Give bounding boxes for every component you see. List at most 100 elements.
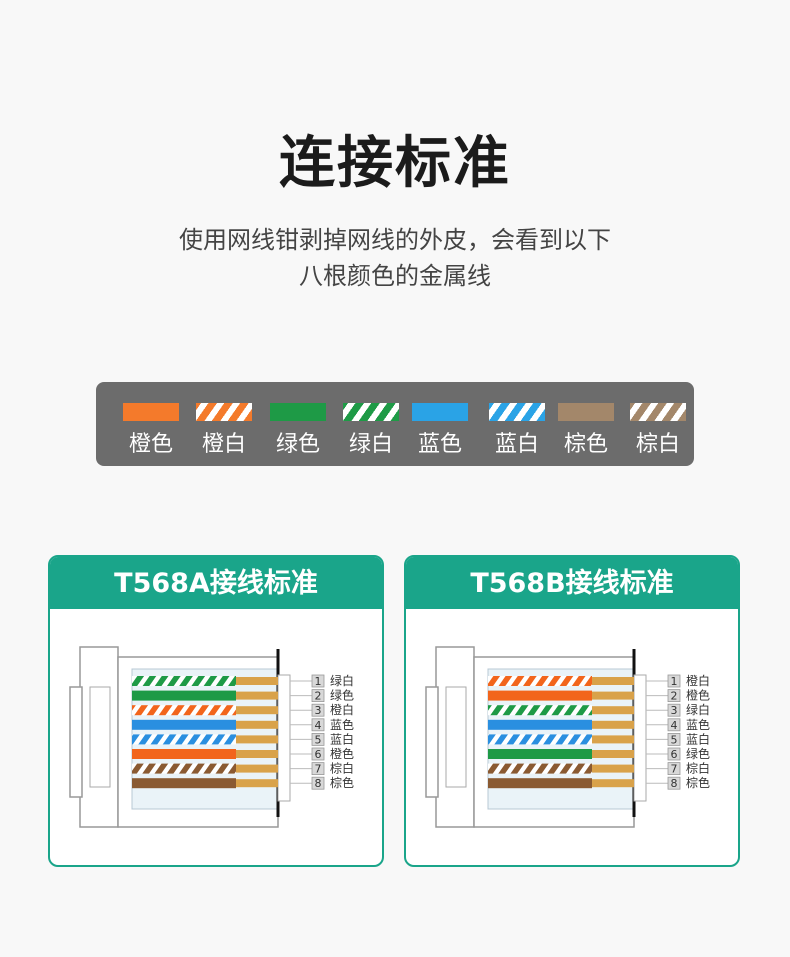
legend-label: 橙色 (128, 432, 173, 457)
pin-label: 橙色 (686, 688, 710, 703)
striped-wire (132, 763, 236, 774)
striped-wire (488, 705, 592, 716)
copper-conductor (592, 735, 634, 744)
legend-item: 绿白 (338, 382, 408, 466)
pin-label: 橙色 (330, 746, 354, 761)
pin-number-box (667, 718, 681, 732)
solid-swatch (558, 403, 614, 421)
copper-conductor (236, 691, 278, 700)
legend-item: 橙白 (191, 382, 261, 466)
solid-wire (488, 690, 592, 701)
plug-tip (277, 674, 291, 802)
legend-label: 绿白 (348, 432, 393, 457)
legend-label: 绿色 (275, 432, 320, 457)
legend-item: 蓝色 (407, 382, 477, 466)
legend-label: 橙白 (201, 432, 246, 457)
pin-label: 绿白 (330, 673, 354, 688)
striped-swatch (196, 403, 252, 421)
legend-item: 橙色 (118, 382, 188, 466)
panel-title: T568A接线标准 (50, 557, 382, 609)
copper-conductor (236, 677, 278, 685)
legend-label: 棕色 (563, 432, 608, 457)
pin-number: 6 (671, 748, 678, 761)
plug-tab-inner (445, 686, 467, 788)
pin-number: 4 (315, 719, 322, 732)
copper-conductor (236, 764, 278, 773)
pin-number-box (667, 689, 681, 702)
striped-wire (488, 676, 592, 686)
solid-wire (488, 719, 592, 730)
pin-label: 蓝色 (330, 718, 354, 732)
pin-label: 棕白 (686, 761, 710, 776)
wire-pin-7: 7 棕白 (488, 761, 710, 776)
copper-conductor (592, 720, 634, 729)
pin-label: 棕色 (330, 775, 354, 790)
pin-number-box (311, 776, 325, 790)
pin-label: 绿白 (686, 702, 710, 717)
pin-number: 1 (671, 675, 678, 688)
solid-wire (488, 778, 592, 789)
pin-number: 7 (315, 763, 322, 776)
pin-number-box (311, 703, 325, 717)
copper-conductor (236, 779, 278, 788)
copper-conductor (592, 764, 634, 773)
wire-pin-3: 3 橙白 (132, 702, 354, 717)
wire-pin-4: 4 蓝色 (132, 718, 354, 732)
solid-wire (488, 749, 592, 759)
legend-label: 蓝白 (494, 432, 539, 457)
wire-pin-6: 6 绿色 (488, 746, 710, 761)
pin-label: 绿色 (686, 746, 710, 761)
legend-item: 绿色 (265, 382, 335, 466)
pin-number-box (667, 776, 681, 790)
copper-conductor (592, 677, 634, 685)
pin-label: 绿色 (330, 688, 354, 703)
wire-pin-8: 8 棕色 (132, 775, 354, 790)
pin-number-box (311, 718, 325, 732)
pin-label: 蓝白 (330, 731, 354, 746)
legend-item: 棕白 (625, 382, 695, 466)
copper-conductor (592, 706, 634, 715)
striped-wire (488, 763, 592, 774)
wire-pin-5: 5 蓝白 (132, 731, 354, 746)
legend-label: 棕白 (635, 432, 680, 457)
pin-number: 3 (671, 704, 678, 717)
pin-label: 橙白 (330, 702, 354, 717)
pin-number: 4 (671, 719, 678, 732)
legend-item: 蓝白 (484, 382, 554, 466)
striped-wire (488, 734, 592, 745)
pin-number: 8 (315, 777, 322, 790)
pin-number: 6 (315, 748, 322, 761)
pin-number-box (311, 689, 325, 702)
copper-conductor (236, 735, 278, 744)
striped-wire (132, 734, 236, 745)
pin-number-box (311, 733, 325, 746)
pin-number-box (311, 747, 325, 761)
copper-conductor (236, 706, 278, 715)
wire-pin-2: 2 橙色 (488, 688, 710, 703)
legend-item: 棕色 (553, 382, 623, 466)
pin-number-box (667, 703, 681, 717)
pin-number-box (311, 674, 325, 688)
striped-wire (132, 676, 236, 686)
solid-wire (132, 778, 236, 789)
striped-swatch (343, 403, 399, 421)
copper-conductor (236, 720, 278, 729)
pin-number: 2 (671, 690, 678, 703)
pin-number-box (667, 747, 681, 761)
solid-swatch (412, 403, 468, 421)
page-subtitle: 使用网线钳剥掉网线的外皮，会看到以下 八根颜色的金属线 (0, 222, 790, 294)
pin-number: 3 (315, 704, 322, 717)
pin-number: 8 (671, 777, 678, 790)
pin-number: 5 (315, 733, 322, 746)
solid-swatch (270, 403, 326, 421)
plug-tab (425, 686, 439, 798)
solid-wire (132, 690, 236, 701)
copper-conductor (592, 691, 634, 700)
pin-number: 7 (671, 763, 678, 776)
striped-wire (132, 705, 236, 716)
